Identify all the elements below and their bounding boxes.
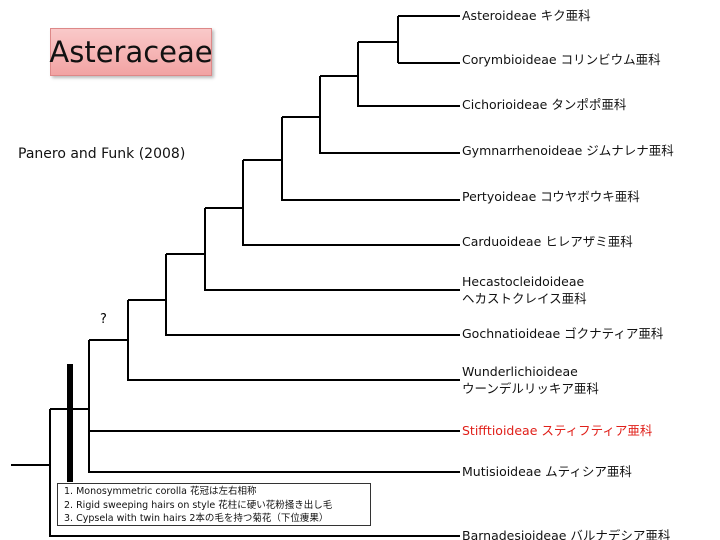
taxon-label: Carduoideae ヒレアザミ亜科 [462, 234, 633, 249]
taxon-label: Asteroideae キク亜科 [462, 8, 591, 23]
characters-box: 1. Monosymmetric corolla 花冠は左右相称 2. Rigi… [57, 483, 371, 526]
branch-carduoideae [205, 160, 460, 246]
taxon-latin: Hecastocleidoideae [462, 274, 585, 289]
branch-pertyoideae [243, 117, 460, 201]
branch-gymnarrhenoideae [282, 76, 460, 154]
branch-hecastocleidoideae [166, 208, 460, 291]
branch-asteroideae-corymbioideae [358, 15, 460, 64]
taxon-label: Barnadesioideae バルナデシア亜科 [462, 528, 671, 540]
branch-cichorioideae [320, 42, 460, 107]
taxon-label: Hecastocleidoideae ヘカストクレイス亜科 [462, 273, 587, 307]
character-item: 2. Rigid sweeping hairs on style 花柱に硬い花粉… [64, 499, 333, 511]
taxon-label: Cichorioideae タンポポ亜科 [462, 97, 627, 112]
taxon-japanese: ウーンデルリッキア亜科 [462, 381, 599, 396]
reference: Panero and Funk (2008) [18, 146, 186, 162]
taxon-label: Pertyoideae コウヤボウキ亜科 [462, 189, 640, 204]
branch-root-barnadesioideae [11, 409, 460, 537]
taxon-label-highlighted: Stifftioideae スティフティア亜科 [462, 423, 653, 438]
branch-stifftioideae-mutisioideae [50, 340, 460, 473]
uncertain-mark: ? [100, 312, 107, 327]
title: Asteraceae [49, 35, 213, 69]
taxon-label: Gochnatioideae ゴクナティア亜科 [462, 326, 664, 341]
taxon-latin: Wunderlichioideae [462, 364, 578, 379]
branches [11, 15, 460, 537]
branch-wunderlichioideae [89, 300, 460, 381]
taxon-japanese: ヘカストクレイス亜科 [462, 291, 587, 306]
taxon-label: Gymnarrhenoideae ジムナレナ亜科 [462, 143, 674, 158]
branch-gochnatioideae [128, 254, 460, 336]
synapomorphy-bar [67, 364, 73, 482]
title-box: Asteraceae [49, 28, 213, 76]
character-item: 3. Cypsela with twin hairs 2本の毛を持つ菊花（下位痩… [64, 513, 329, 524]
taxon-label: Mutisioideae ムティシア亜科 [462, 464, 632, 479]
taxon-label: Wunderlichioideae ウーンデルリッキア亜科 [462, 363, 599, 397]
taxon-label: Corymbioideae コリンビウム亜科 [462, 52, 661, 67]
character-item: 1. Monosymmetric corolla 花冠は左右相称 [64, 486, 257, 497]
